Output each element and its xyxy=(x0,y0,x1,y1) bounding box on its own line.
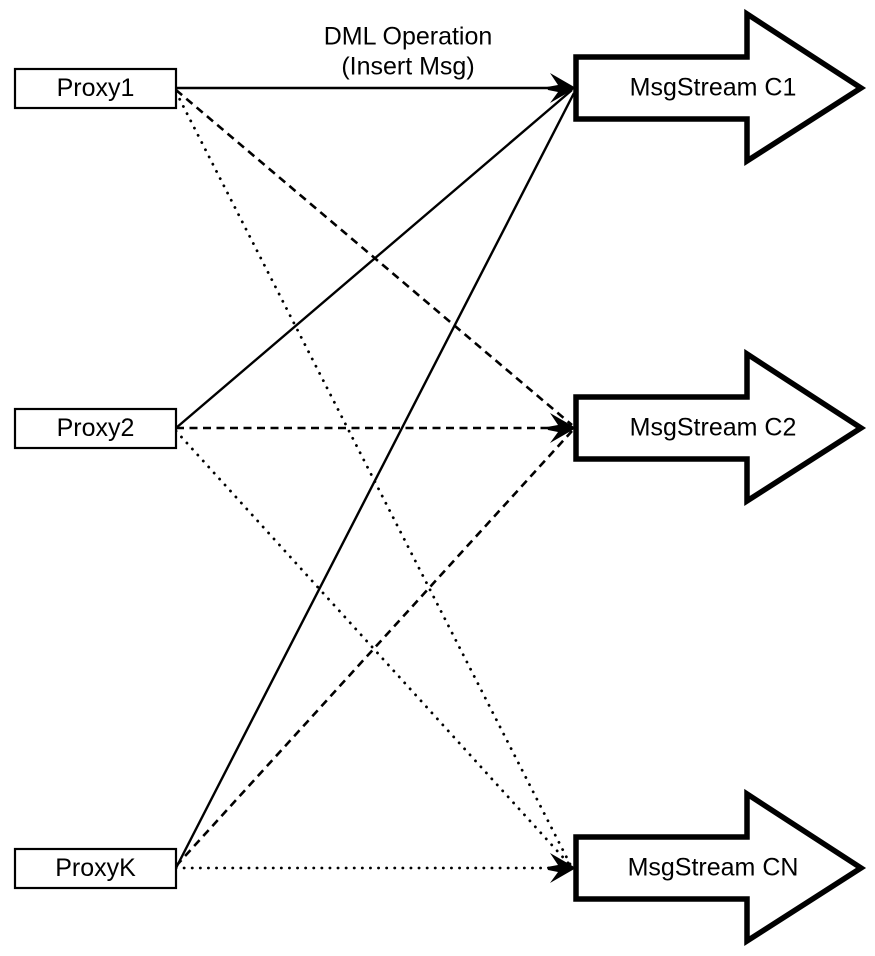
msgstream-label-cn: MsgStream CN xyxy=(628,854,799,882)
proxy-label-proxy1: Proxy1 xyxy=(57,74,135,102)
msgstream-label-c1: MsgStream C1 xyxy=(630,74,797,102)
edge-label-line-1: DML Operation xyxy=(324,23,493,51)
arrowhead-icon-msgstream-cn xyxy=(547,853,576,883)
arrowhead-icon-msgstream-c2 xyxy=(547,413,576,443)
proxy-node-proxy2[interactable]: Proxy2 xyxy=(13,407,178,450)
block-arrow-shape-msgstream-c1[interactable] xyxy=(573,8,867,167)
block-arrow-shape-msgstream-c2[interactable] xyxy=(573,348,867,507)
edge-proxyk-to-msgstream-c2[interactable] xyxy=(175,430,573,867)
proxy-box-proxy2[interactable] xyxy=(13,407,178,450)
proxy-label-proxyk: ProxyK xyxy=(55,854,136,882)
block-arrow-shape-msgstream-cn[interactable] xyxy=(573,788,867,947)
edge-proxy1-to-msgstream-c2[interactable] xyxy=(175,89,573,426)
proxy-label-proxy2: Proxy2 xyxy=(57,414,135,442)
proxy-node-proxy1[interactable]: Proxy1 xyxy=(13,67,178,110)
msgstream-node-c2[interactable]: MsgStream C2 xyxy=(573,348,867,507)
proxy-box-proxyk[interactable] xyxy=(13,847,178,890)
arrowhead-group xyxy=(547,73,576,883)
edge-label-dml-operation: DML Operation (Insert Msg) xyxy=(324,23,493,81)
edge-proxy2-to-msgstream-cn[interactable] xyxy=(174,429,572,867)
edge-group-dotted xyxy=(174,90,574,870)
proxy-box-proxy1[interactable] xyxy=(13,67,178,110)
edge-group-solid xyxy=(174,86,576,869)
proxy-node-proxyk[interactable]: ProxyK xyxy=(13,847,178,890)
edge-label-line-2: (Insert Msg) xyxy=(341,53,474,81)
msgstream-node-c1[interactable]: MsgStream C1 xyxy=(573,8,867,167)
edge-group-dashed xyxy=(175,89,573,867)
arrowhead-icon-msgstream-c1 xyxy=(547,73,576,103)
msgstream-label-c2: MsgStream C2 xyxy=(630,414,797,442)
edge-proxy1-to-msgstream-cn[interactable] xyxy=(174,90,572,866)
msgstream-node-cn[interactable]: MsgStream CN xyxy=(573,788,867,947)
